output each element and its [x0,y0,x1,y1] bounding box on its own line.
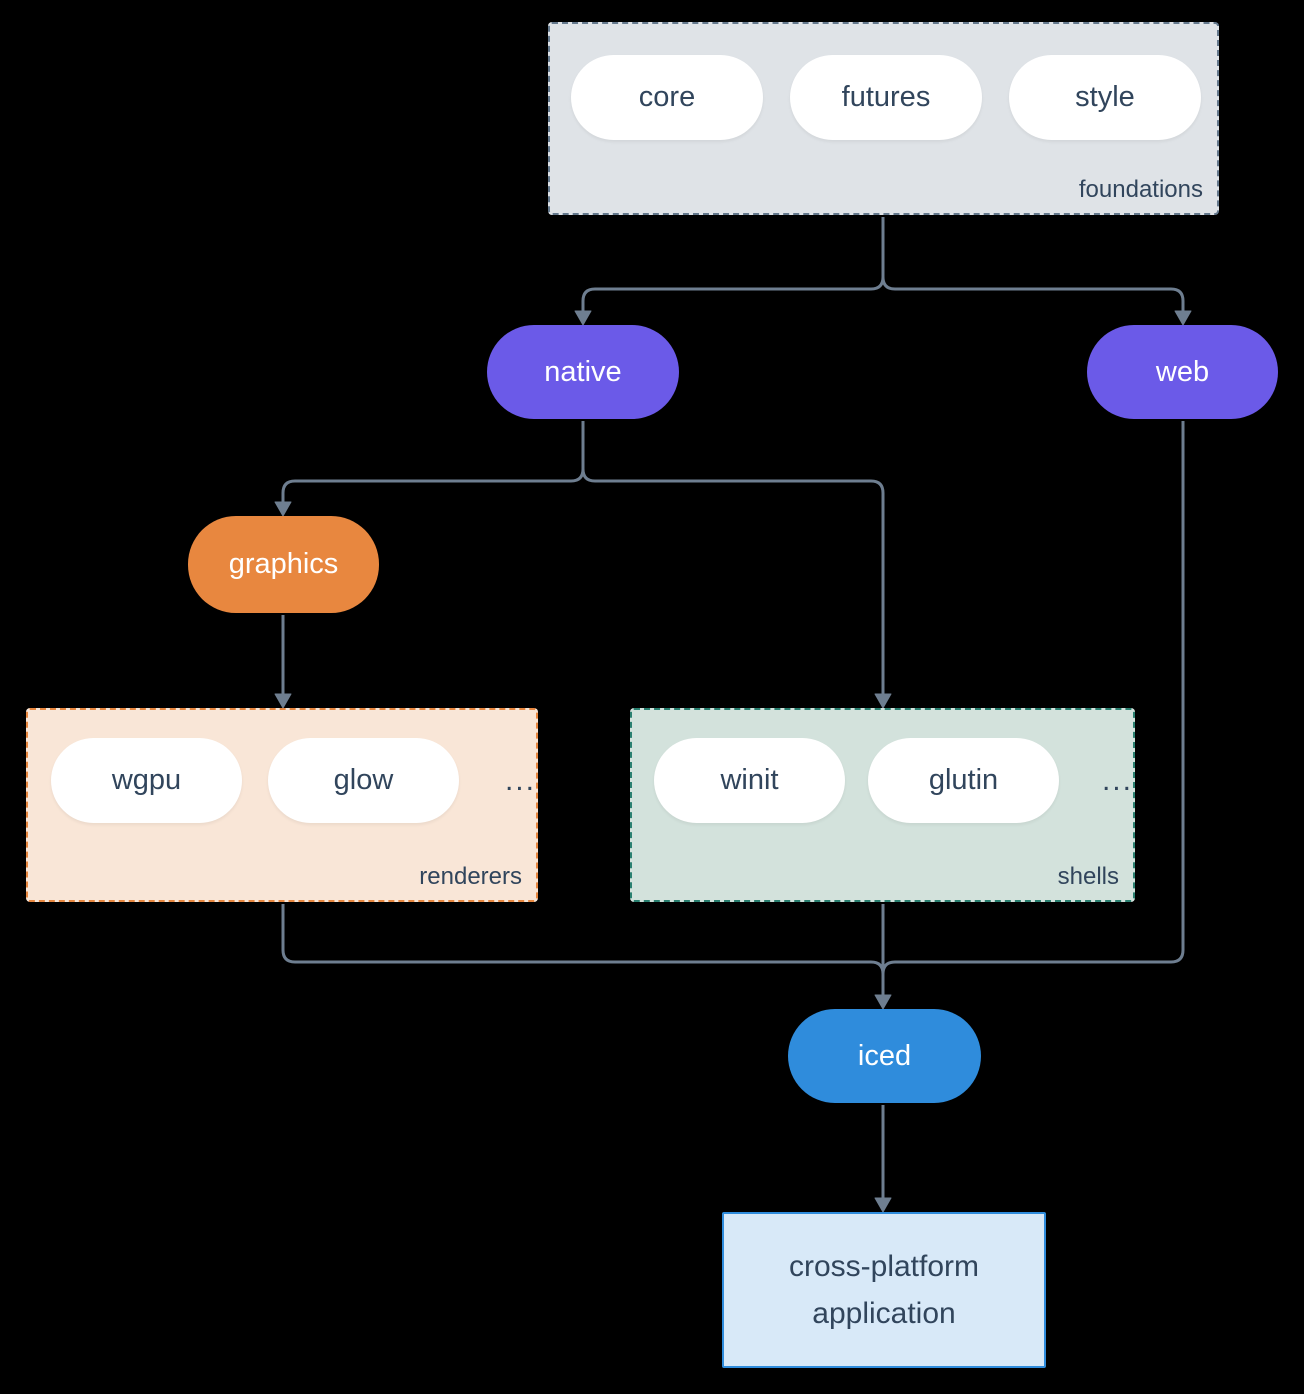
group-label-foundations: foundations [1078,176,1203,203]
node-glutin: glutin [867,738,1059,823]
node-web: web [1087,325,1278,419]
shells-ellipsis: ... [1101,763,1133,797]
arrow-foundations-to-web [881,217,1185,311]
arrow-foundations-to-native [581,217,885,311]
group-label-shells: shells [1057,863,1119,890]
renderers-pill-row: wgpu glow ... [28,710,536,823]
node-glow: glow [267,738,459,823]
arrowhead-renderers [274,693,292,709]
app-box: cross-platform application [722,1212,1046,1368]
node-winit: winit [654,738,845,823]
renderers-ellipsis: ... [504,763,536,797]
arrow-renderers-to-iced [281,904,885,975]
node-native: native [487,325,679,419]
node-futures: futures [790,55,982,140]
foundations-pill-row: core futures style [550,24,1217,140]
arrowhead-graphics [274,501,292,517]
arrowhead-native [574,310,592,326]
node-core: core [571,55,763,140]
arrowhead-iced [874,994,892,1010]
shells-pill-row: winit glutin ... [632,710,1133,823]
group-renderers: wgpu glow ... renderers [26,708,538,902]
arrowhead-web [1174,310,1192,326]
arrow-native-to-shells [581,421,885,694]
app-line2: application [812,1297,956,1330]
node-style: style [1009,55,1201,140]
node-iced: iced [788,1009,981,1103]
node-wgpu: wgpu [51,738,242,823]
group-foundations: core futures style foundations [548,22,1219,215]
group-label-renderers: renderers [419,863,522,890]
group-shells: winit glutin ... shells [630,708,1135,902]
node-graphics: graphics [188,516,379,613]
arrow-native-to-graphics [281,421,585,502]
arrowhead-application [874,1197,892,1213]
app-line1: cross-platform [788,1250,980,1283]
arrowhead-shells [874,693,892,709]
